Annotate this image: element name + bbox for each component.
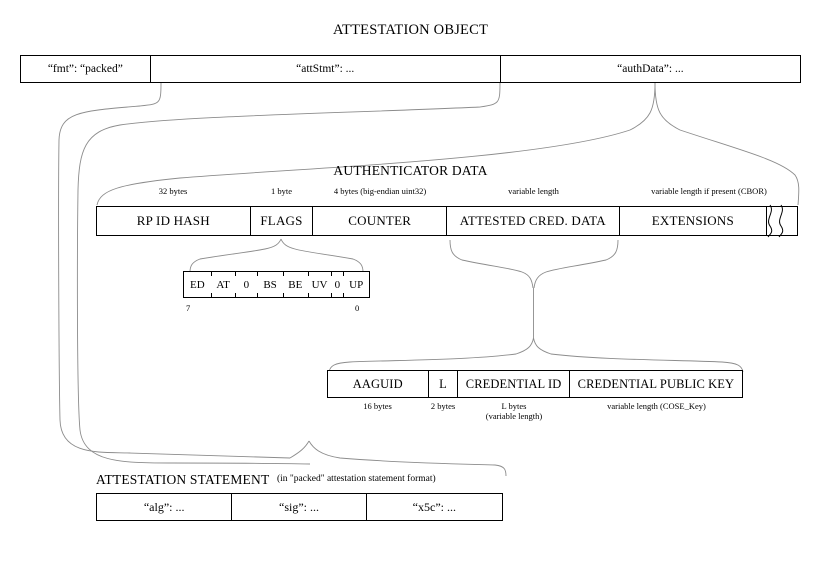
flags-bits-box: ED AT 0 BS BE UV 0 UP	[183, 271, 370, 298]
flag-bit-be[interactable]: BE	[282, 272, 308, 297]
field-sig[interactable]: “sig”: ...	[232, 494, 367, 520]
flag-bit-at[interactable]: AT	[210, 272, 236, 297]
size-aaguid: 16 bytes	[363, 401, 392, 411]
field-attested-cred-data[interactable]: ATTESTED CRED. DATA	[447, 207, 620, 235]
flags-msb-index: 7	[186, 303, 191, 313]
attestation-statement-note: (in "packed" attestation statement forma…	[277, 474, 436, 484]
attestation-object-strip: “fmt”: “packed” “attStmt”: ... “authData…	[20, 55, 801, 83]
flag-bit-rfu1[interactable]: 0	[331, 272, 343, 297]
field-counter[interactable]: COUNTER	[313, 207, 448, 235]
size-attested-cred-data: variable length	[508, 186, 559, 196]
size-credential-public-key: variable length (COSE_Key)	[607, 401, 706, 411]
field-fmt[interactable]: “fmt”: “packed”	[21, 56, 151, 82]
field-rp-id-hash[interactable]: RP ID HASH	[97, 207, 251, 235]
flag-bit-uv[interactable]: UV	[307, 272, 332, 297]
authenticator-data-strip: RP ID HASH FLAGS COUNTER ATTESTED CRED. …	[96, 206, 798, 236]
size-credential-id-line2: (variable length)	[485, 411, 543, 421]
flag-bit-ed[interactable]: ED	[190, 278, 205, 291]
field-x5c[interactable]: “x5c”: ...	[412, 499, 456, 514]
size-flags: 1 byte	[270, 186, 292, 196]
flag-bit-bs[interactable]: BS	[257, 272, 283, 297]
attested-credential-data-strip: AAGUID L CREDENTIAL ID CREDENTIAL PUBLIC…	[327, 370, 743, 398]
field-credential-id[interactable]: CREDENTIAL ID	[458, 371, 570, 397]
size-credential-id-line1: L bytes	[501, 401, 527, 411]
field-flags[interactable]: FLAGS	[251, 207, 314, 235]
size-credential-id-length: 2 bytes	[430, 401, 456, 411]
authenticator-data-title: AUTHENTICATOR DATA	[333, 163, 488, 178]
field-aaguid[interactable]: AAGUID	[328, 371, 429, 397]
size-extensions: variable length if present (CBOR)	[651, 186, 767, 196]
field-alg[interactable]: “alg”: ...	[97, 494, 233, 520]
field-credential-id-length[interactable]: L	[429, 371, 459, 397]
flag-bit-up[interactable]: UP	[343, 272, 369, 297]
flag-bit-rfu2[interactable]: 0	[235, 272, 257, 297]
field-attstmt[interactable]: “attStmt”: ...	[151, 56, 501, 82]
field-extensions[interactable]: EXTENSIONS	[620, 207, 768, 235]
field-credential-public-key[interactable]: CREDENTIAL PUBLIC KEY	[577, 376, 735, 391]
size-rp-id-hash: 32 bytes	[158, 186, 188, 196]
field-authdata[interactable]: “authData”: ...	[617, 63, 684, 75]
break-symbol-icon	[767, 204, 784, 238]
flags-lsb-index: 0	[355, 303, 360, 313]
attestation-statement-title: ATTESTATION STATEMENT	[96, 472, 270, 487]
size-counter: 4 bytes (big-endian uint32)	[333, 186, 427, 196]
attestation-statement-strip: “alg”: ... “sig”: ... “x5c”: ...	[96, 493, 503, 521]
page-title: ATTESTATION OBJECT	[332, 22, 489, 38]
